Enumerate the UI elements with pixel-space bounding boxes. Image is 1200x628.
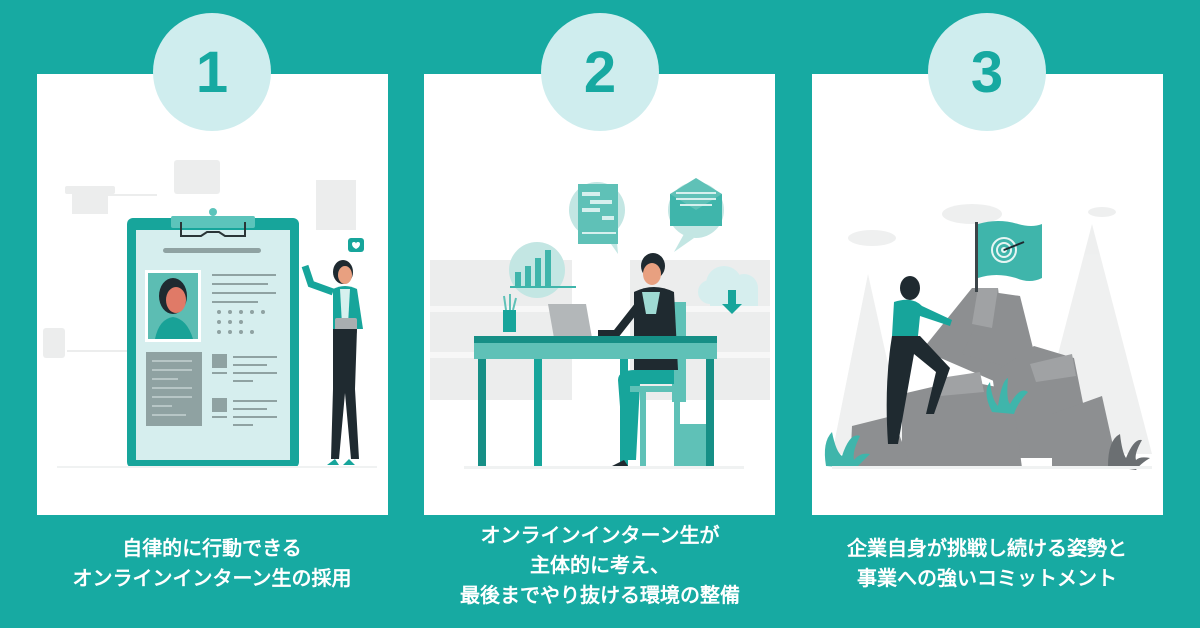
caption-line: オンラインインターン生の採用: [72, 566, 352, 590]
step-2-number-badge: 2: [541, 13, 659, 131]
step-2-card: [424, 74, 775, 515]
step-3-card: [812, 74, 1163, 515]
caption-line: 自律的に行動できる: [122, 536, 302, 560]
step-2-illustration: [430, 178, 770, 469]
step-3-number-badge: 3: [928, 13, 1046, 131]
caption-line: 事業への強いコミットメント: [857, 566, 1117, 590]
step-3-illustration: [824, 204, 1152, 470]
caption-line: 企業自身が挑戦し続ける姿勢と: [847, 536, 1127, 560]
step-1-illustration: [43, 160, 377, 468]
step-1-caption: 自律的に行動できる オンラインインターン生の採用: [12, 533, 412, 593]
caption-line: 最後までやり抜ける環境の整備: [460, 583, 740, 607]
step-3-caption: 企業自身が挑戦し続ける姿勢と 事業への強いコミットメント: [787, 533, 1187, 593]
step-1-card: [37, 74, 388, 515]
caption-line: 主体的に考え、: [530, 553, 670, 577]
caption-line: オンラインインターン生が: [480, 523, 720, 547]
desk-top: [474, 336, 717, 343]
step-1-number-badge: 1: [153, 13, 271, 131]
step-2-caption: オンラインインターン生が 主体的に考え、 最後までやり抜ける環境の整備: [400, 520, 800, 610]
